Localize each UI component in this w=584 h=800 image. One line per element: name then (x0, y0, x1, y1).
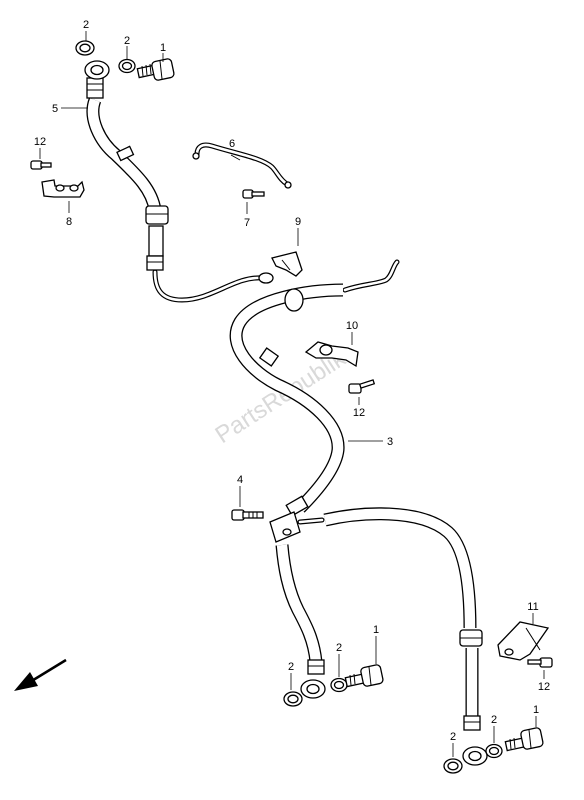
three-way-joint (269, 511, 301, 543)
bolt-12-left (30, 160, 52, 170)
callout-7: 7 (244, 217, 250, 229)
lower-left-brake-hose (275, 544, 326, 699)
bolt-4 (231, 509, 264, 521)
sealing-washer-2-top-left (75, 40, 95, 56)
main-brake-hose-3 (229, 259, 400, 517)
brake-pipe-6 (192, 142, 292, 189)
callout-9: 9 (295, 216, 301, 228)
front-direction-arrow-icon (14, 658, 67, 691)
union-bolt-1-mid (344, 664, 384, 688)
upper-banjo-fitting (84, 60, 110, 80)
sealing-washer-2-bottom-right (485, 743, 503, 759)
callout-12-mid: 12 (353, 407, 365, 419)
callout-2-bottom-left: 2 (450, 731, 456, 743)
callout-10: 10 (346, 320, 358, 332)
callout-2-mid-right: 2 (336, 642, 342, 654)
callout-1-bottom: 1 (533, 704, 539, 716)
callout-12-right: 12 (538, 681, 550, 693)
clamp-10 (304, 341, 359, 368)
callout-11: 11 (527, 601, 538, 613)
lower-right-brake-hose (297, 507, 488, 766)
hose-clamp-11 (497, 621, 550, 661)
sealing-washer-2-mid-right (330, 677, 348, 693)
leader-lines (39, 31, 545, 757)
sealing-washer-2-bottom-left (443, 758, 463, 774)
callout-2-mid-left: 2 (288, 661, 294, 673)
bolt-7 (242, 189, 265, 199)
union-bolt-1-bottom (504, 727, 544, 752)
callout-5: 5 (52, 103, 58, 115)
callout-1-mid: 1 (373, 624, 379, 636)
callout-3: 3 (387, 436, 393, 448)
hose-clamp-8 (41, 179, 85, 198)
bolt-12-right (527, 657, 553, 668)
union-bolt-1-top (136, 58, 175, 81)
callout-2-top-right: 2 (124, 35, 130, 47)
clamp-9 (271, 251, 303, 277)
callout-12-left: 12 (34, 136, 46, 148)
bolt-12-mid (348, 379, 376, 394)
callout-4: 4 (237, 474, 243, 486)
upper-brake-hose (86, 77, 169, 271)
callout-2-bottom-right: 2 (491, 714, 497, 726)
sealing-washer-2-top-right (118, 58, 136, 74)
brake-pipe (152, 269, 274, 303)
callout-1-top: 1 (160, 42, 166, 54)
sealing-washer-2-mid-left (283, 691, 303, 707)
callout-8: 8 (66, 216, 72, 228)
callout-6: 6 (229, 138, 235, 150)
callout-2-top-left: 2 (83, 19, 89, 31)
